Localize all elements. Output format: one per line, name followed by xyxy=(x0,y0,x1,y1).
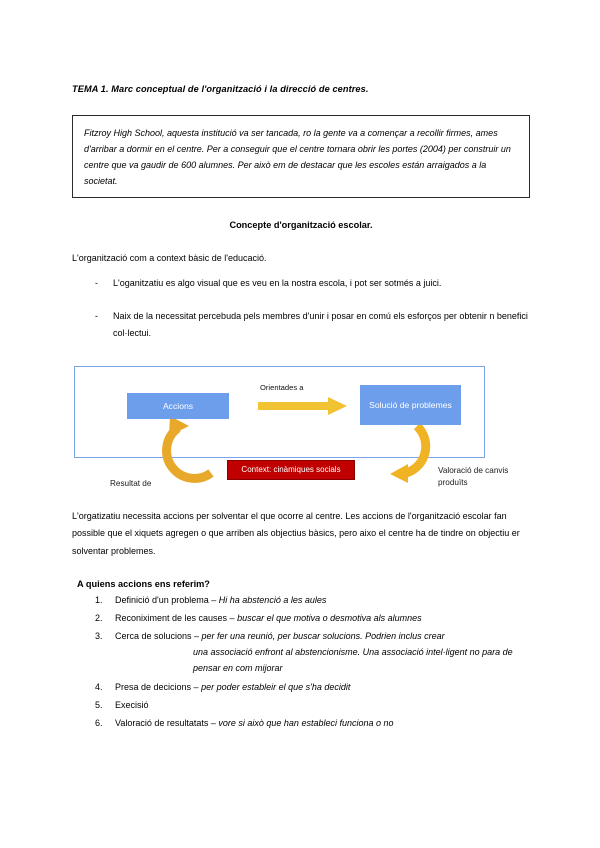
section-title: Concepte d'organització escolar. xyxy=(229,220,373,231)
diagram-node-accions: Accions xyxy=(127,392,229,419)
document-content: TEMA 1. Marc conceptual de l'organitzaci… xyxy=(72,84,530,733)
body-paragraph: L'orgatizatiu necessita accions per solv… xyxy=(72,510,520,556)
list-item-emphasis: vore si això que han estableci funciona … xyxy=(218,717,394,728)
quote-box: Fitzroy High School, aquesta institució … xyxy=(72,114,530,199)
arrow-resultat-de xyxy=(162,415,214,483)
diagram-label-resultat-de: Resultat de xyxy=(110,478,152,488)
list-item-label: Execisió xyxy=(115,699,149,710)
quote-text: Fitzroy High School, aquesta institució … xyxy=(84,127,511,186)
diagram-arrows-layer xyxy=(162,396,431,483)
list-item-label: Reconiximent de les causes – xyxy=(115,612,238,623)
list-item: Execisió xyxy=(72,697,530,713)
process-diagram: Accions Solució de problemes Orientades … xyxy=(72,358,530,508)
list-item-label: Definició d'un problema – xyxy=(115,594,219,605)
list-item-emphasis: buscar el que motiva o desmotiva als alu… xyxy=(237,612,422,623)
page-title: TEMA 1. Marc conceptual de l'organitzaci… xyxy=(72,84,369,94)
list-item: Presa de decicions – per poder estableir… xyxy=(72,679,530,695)
list-item: - Naix de la necessitat percebuda pels m… xyxy=(72,308,530,341)
numbered-list: Definició d'un problema – Hi ha abstenci… xyxy=(72,592,530,731)
list-item-label: Cerca de solucions – xyxy=(115,630,202,641)
list-item: Valoració de resultatats – vore si això … xyxy=(72,715,530,731)
list-item-emphasis: Hi ha abstenció a les aules xyxy=(218,594,327,605)
arrow-valoracio-canvis xyxy=(390,422,431,483)
list-item-continuation: una associació enfront al abstencionisme… xyxy=(193,646,513,674)
list-item-emphasis: per poder estableir el que s'ha decidit xyxy=(201,681,351,692)
list-item: Cerca de solucions – per fer una reunió,… xyxy=(72,628,530,677)
diagram-label-valoracio-canvis: Valoració de canvis produïts xyxy=(438,465,509,487)
list-item-text: Naix de la necessitat percebuda pels mem… xyxy=(113,311,528,338)
list-item-label: Valoració de resultatats – xyxy=(115,717,219,728)
diagram-node-solucio-problemes: Solució de problemes xyxy=(360,384,461,425)
list-item-emphasis: per fer una reunió, per buscar solucions… xyxy=(201,630,445,641)
dash-bullet-icon: - xyxy=(95,311,98,322)
diagram-edge-label-orientades: Orientades a xyxy=(260,382,304,392)
dash-bullet-icon: - xyxy=(95,277,98,288)
dash-list: - L'oganitzatiu es algo visual que es ve… xyxy=(72,275,530,341)
list-item-label: Presa de decicions – xyxy=(115,681,202,692)
intro-paragraph: L'organització com a context bàsic de l'… xyxy=(72,253,267,264)
diagram-context-badge: Context: cinàmiques socials xyxy=(227,459,355,480)
list-item: - L'oganitzatiu es algo visual que es ve… xyxy=(72,275,530,291)
list-item: Definició d'un problema – Hi ha abstenci… xyxy=(72,592,530,608)
list-item: Reconiximent de les causes – buscar el q… xyxy=(72,610,530,626)
list-item-text: L'oganitzatiu es algo visual que es veu … xyxy=(113,277,442,288)
arrow-orientades-a xyxy=(258,396,347,415)
question-heading: A quiens accions ens referim? xyxy=(77,578,210,589)
